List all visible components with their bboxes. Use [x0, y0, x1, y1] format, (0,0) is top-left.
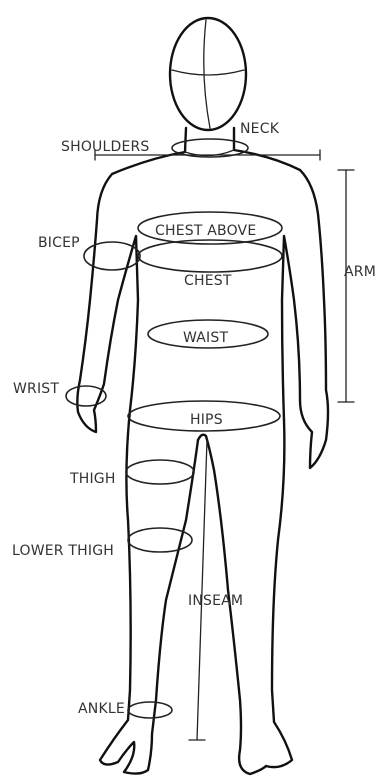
- ankle-ring: [128, 702, 172, 718]
- label-arm: ARM: [344, 264, 376, 280]
- label-chest-above: CHEST ABOVE: [155, 223, 256, 239]
- label-neck: NECK: [240, 121, 280, 137]
- label-hips: HIPS: [190, 412, 223, 428]
- chest-ring: [138, 240, 282, 272]
- lower-thigh-ring: [128, 528, 192, 552]
- label-shoulders: SHOULDERS: [61, 139, 150, 155]
- neck-ring: [172, 139, 248, 157]
- label-thigh: THIGH: [69, 471, 116, 487]
- label-waist: WAIST: [183, 330, 228, 346]
- label-ankle: ANKLE: [78, 701, 125, 717]
- head: [170, 18, 246, 130]
- thigh-ring: [126, 460, 194, 484]
- inseam-ruler: [197, 440, 207, 740]
- label-inseam: INSEAM: [188, 593, 243, 609]
- bicep-ring: [84, 242, 140, 270]
- label-wrist: WRIST: [13, 381, 59, 397]
- label-bicep: BICEP: [38, 235, 80, 251]
- label-chest: CHEST: [184, 273, 232, 289]
- measurement-labels: NECK SHOULDERS CHEST ABOVE BICEP CHEST A…: [12, 121, 376, 717]
- label-lower-thigh: LOWER THIGH: [12, 543, 114, 559]
